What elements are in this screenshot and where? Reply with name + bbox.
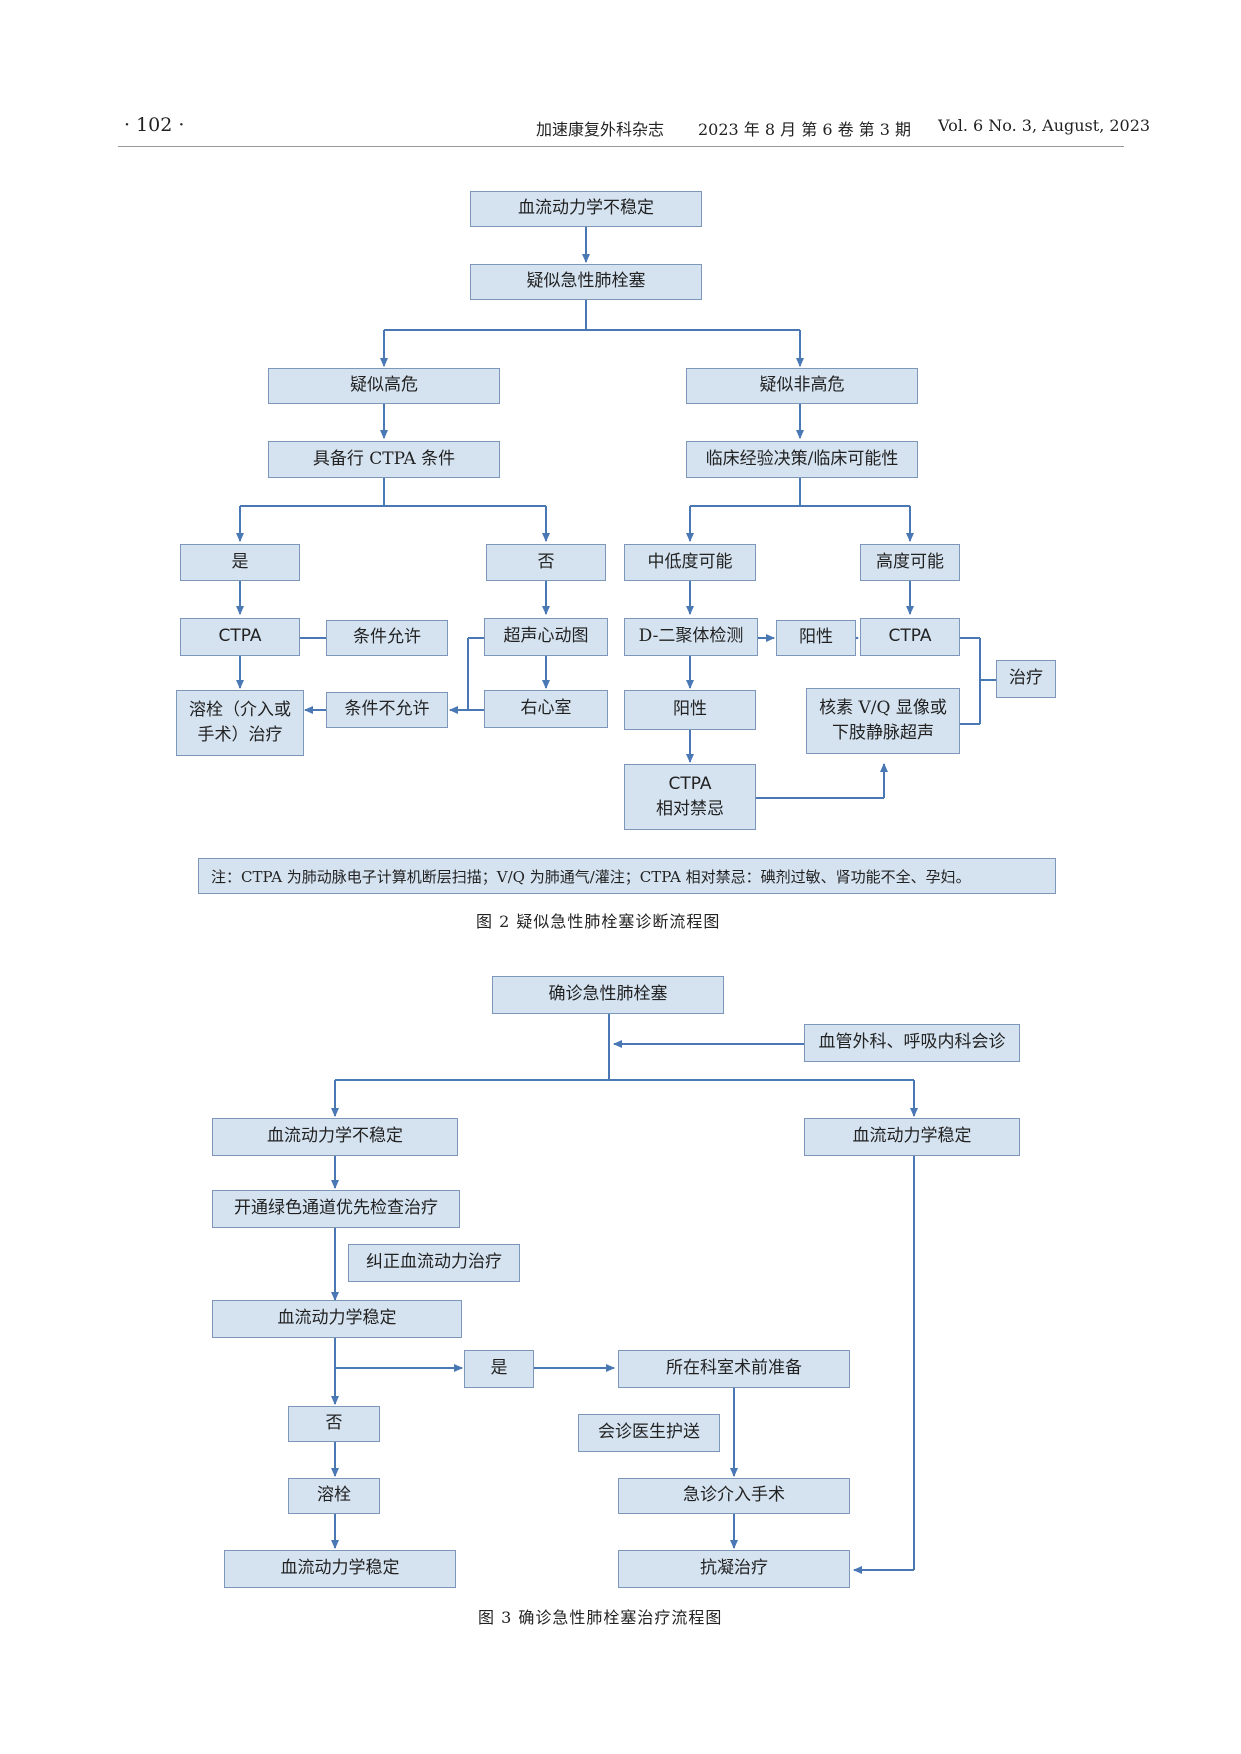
node-vq-scan: 核素 V/Q 显像或下肢静脉超声 xyxy=(806,688,960,754)
node-yes-f3: 是 xyxy=(464,1350,534,1388)
node-high-risk: 疑似高危 xyxy=(268,368,500,404)
node-green-channel: 开通绿色通道优先检查治疗 xyxy=(212,1190,460,1228)
node-no-f3: 否 xyxy=(288,1406,380,1442)
node-ctpa-right: CTPA xyxy=(860,618,960,656)
node-ctpa-left: CTPA xyxy=(180,618,300,656)
figure3-caption: 图 3 确诊急性肺栓塞治疗流程图 xyxy=(478,1608,723,1627)
node-stable-right: 血流动力学稳定 xyxy=(804,1118,1020,1156)
node-stable-mid: 血流动力学稳定 xyxy=(212,1300,462,1338)
node-correct-hemodynamics: 纠正血流动力治疗 xyxy=(348,1244,520,1282)
node-unstable-f3: 血流动力学不稳定 xyxy=(212,1118,458,1156)
node-unstable: 血流动力学不稳定 xyxy=(470,191,702,227)
figure2-note: 注：CTPA 为肺动脉电子计算机断层扫描；V/Q 为肺通气/灌注；CTPA 相对… xyxy=(198,858,1056,894)
node-low-mid-probability: 中低度可能 xyxy=(624,544,756,581)
node-non-high-risk: 疑似非高危 xyxy=(686,368,918,404)
node-confirmed-pe: 确诊急性肺栓塞 xyxy=(492,976,724,1014)
node-consultation: 血管外科、呼吸内科会诊 xyxy=(804,1024,1020,1062)
node-right-ventricle: 右心室 xyxy=(484,690,608,728)
node-high-probability: 高度可能 xyxy=(860,544,960,581)
node-suspected-pe: 疑似急性肺栓塞 xyxy=(470,264,702,300)
node-treatment: 治疗 xyxy=(996,660,1056,698)
node-positive-right: 阳性 xyxy=(776,620,856,656)
header-rule xyxy=(118,146,1124,147)
node-d-dimer: D-二聚体检测 xyxy=(624,618,758,656)
node-preop-prep: 所在科室术前准备 xyxy=(618,1350,850,1388)
volume-info: Vol. 6 No. 3, August, 2023 xyxy=(938,116,1151,135)
node-echocardiogram: 超声心动图 xyxy=(484,618,608,656)
figure2-caption: 图 2 疑似急性肺栓塞诊断流程图 xyxy=(476,912,721,931)
node-no: 否 xyxy=(486,544,606,581)
node-stable-bottom: 血流动力学稳定 xyxy=(224,1550,456,1588)
node-yes: 是 xyxy=(180,544,300,581)
node-positive-down: 阳性 xyxy=(624,690,756,730)
node-thrombolysis-f3: 溶栓 xyxy=(288,1478,380,1514)
issue-info: 2023 年 8 月 第 6 卷 第 3 期 xyxy=(698,120,912,139)
node-anticoagulation: 抗凝治疗 xyxy=(618,1550,850,1588)
node-condition-not-allowed: 条件不允许 xyxy=(326,692,448,728)
node-clinical-decision: 临床经验决策/临床可能性 xyxy=(686,441,918,478)
journal-name: 加速康复外科杂志 xyxy=(536,120,665,139)
page-number: · 102 · xyxy=(124,114,185,136)
node-condition-allowed: 条件允许 xyxy=(326,620,448,656)
node-doctor-escort: 会诊医生护送 xyxy=(578,1414,720,1452)
node-thrombolysis-treatment: 溶栓（介入或手术）治疗 xyxy=(176,690,304,756)
node-emergency-intervention: 急诊介入手术 xyxy=(618,1478,850,1514)
node-ctpa-condition: 具备行 CTPA 条件 xyxy=(268,441,500,478)
